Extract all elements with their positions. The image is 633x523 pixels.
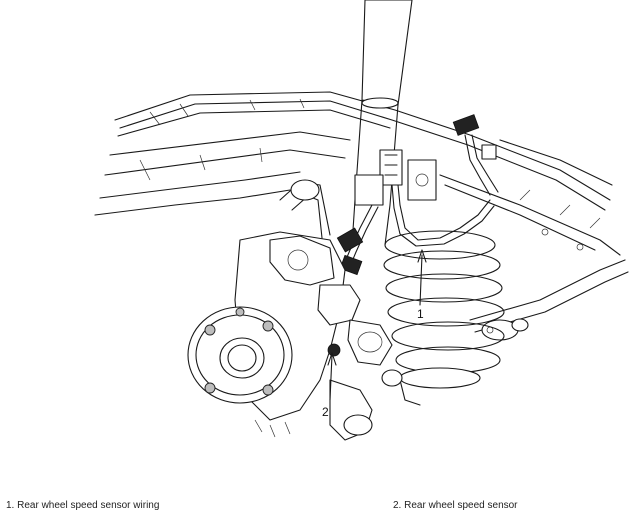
lateral-arm (469, 259, 629, 341)
subframe-rail (94, 91, 621, 256)
callout-1: 1 (417, 307, 424, 321)
callout-leaders (327, 249, 427, 401)
shock-absorber (351, 0, 413, 246)
callout-2: 2 (322, 405, 329, 419)
sensor-wiring-harness (336, 114, 499, 276)
coil-spring (383, 230, 505, 406)
rear-suspension-illustration: 1 2 (94, 0, 629, 441)
caption-sensor: 2. Rear wheel speed sensor (393, 500, 518, 511)
caption-wiring: 1. Rear wheel speed sensor wiring (6, 500, 160, 511)
trailing-arm (279, 179, 331, 239)
wheel-hub (187, 306, 293, 404)
